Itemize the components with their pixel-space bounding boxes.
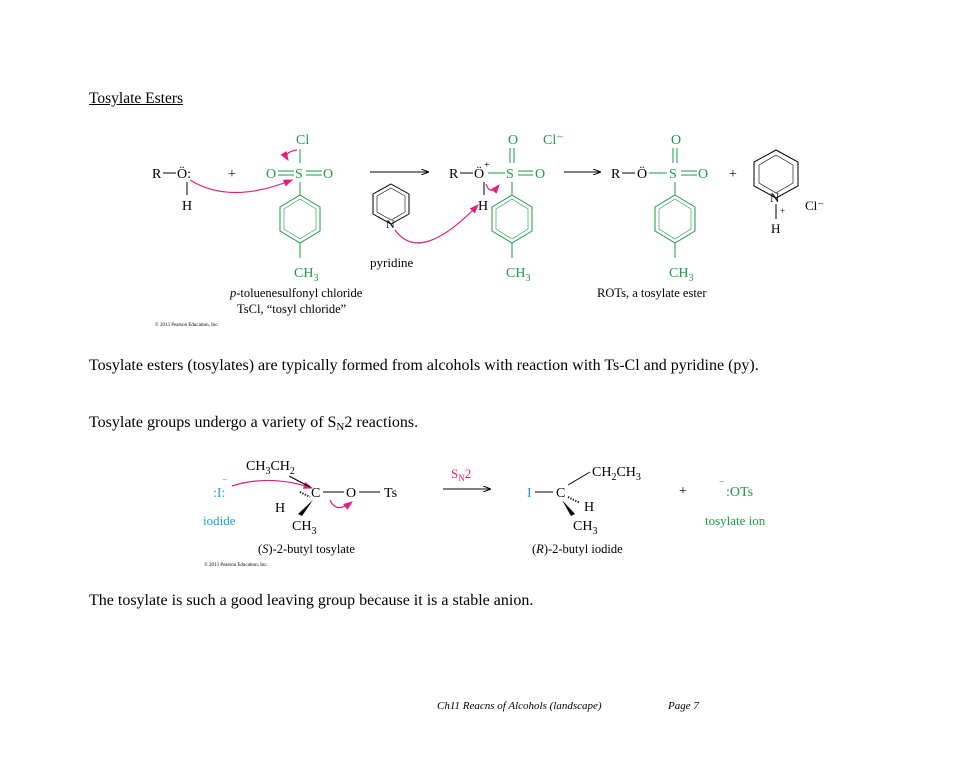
product-sulfur: S xyxy=(669,167,677,182)
curved-arrow-bond-to-oxygen xyxy=(485,183,500,194)
curved-arrow-deprotonation xyxy=(394,204,479,244)
product-name-label: (R)-2-butyl iodide xyxy=(532,542,623,556)
iodide-charge: − xyxy=(222,475,228,486)
pyridine-label: pyridine xyxy=(370,255,414,270)
intermediate-oxygen-right: O xyxy=(535,167,545,182)
product-iodine: I xyxy=(527,486,532,501)
plus-sign-2: + xyxy=(729,167,737,182)
substrate-name-label: (S)-2-butyl tosylate xyxy=(258,542,355,556)
footer-page-number: Page 7 xyxy=(668,700,699,712)
intermediate-r: R xyxy=(449,167,459,182)
tscl-sulfur: S xyxy=(295,167,303,182)
paragraph-tosylate-formation: Tosylate esters (tosylates) are typicall… xyxy=(89,357,759,374)
pyridinium-nitrogen: N xyxy=(770,190,780,205)
pyridine-nitrogen: N xyxy=(386,217,395,231)
butyl-tosylate: CH3CH2 C H CH3 O Ts xyxy=(246,459,397,537)
intermediate-oxygen: Ö xyxy=(474,165,484,182)
iodide-symbol: :I: xyxy=(213,486,225,501)
intermediate-chloride: Cl⁻ xyxy=(543,133,564,148)
alcohol-oxygen: Ö: xyxy=(177,165,191,182)
tosylate-ester-product: R Ö O S O CH3 xyxy=(611,133,708,284)
alcohol-roh: R Ö: H xyxy=(152,165,192,214)
tosyl-chloride: Cl O S O CH3 xyxy=(266,133,333,284)
oxonium-intermediate: R Ö + H O S O Cl⁻ CH3 xyxy=(449,133,564,284)
substrate-hydrogen: H xyxy=(275,501,285,516)
pyridine: N pyridine xyxy=(370,183,414,270)
substrate-carbon: C xyxy=(311,486,320,501)
intermediate-hydrogen: H xyxy=(478,199,488,214)
sn2-reaction-scheme: :I: − iodide CH3CH2 C H CH3 O Ts SN2 I C… xyxy=(203,459,766,568)
butyl-iodide: I C CH2CH3 H CH3 xyxy=(527,465,641,537)
tscl-chlorine: Cl xyxy=(296,133,309,148)
tosylate-ots: :OTs xyxy=(726,485,753,500)
product-hydrogen: H xyxy=(584,500,594,515)
plus-sign-3: + xyxy=(679,484,687,499)
substrate-ethyl: CH3CH2 xyxy=(246,459,295,477)
tosylate-charge: − xyxy=(719,477,725,488)
product-oxygen-right: O xyxy=(698,167,708,182)
sn2-condition: SN2 xyxy=(451,466,471,483)
product-oxygen-top: O xyxy=(671,133,681,148)
product-r: R xyxy=(611,167,621,182)
plus-sign-1: + xyxy=(228,167,236,182)
curved-arrow-iodide-attack xyxy=(231,479,314,489)
intermediate-sulfur: S xyxy=(506,167,514,182)
product-ethyl: CH2CH3 xyxy=(592,465,641,483)
curved-arrow-oxygen-attack xyxy=(189,179,294,193)
tscl-methyl: CH3 xyxy=(294,266,318,284)
footer-title: Ch11 Reacns of Alcohols (landscape) xyxy=(437,700,602,712)
tosylate-ion-label: tosylate ion xyxy=(705,513,766,528)
intermediate-charge: + xyxy=(484,160,490,171)
tscl-oxygen-left: O xyxy=(266,167,276,182)
product-carbon: C xyxy=(556,486,565,501)
substrate-oxygen: O xyxy=(346,486,356,501)
tscl-name-line2: TsCl, “tosyl chloride” xyxy=(237,302,346,316)
tscl-oxygen-right: O xyxy=(323,167,333,182)
pyridinium-hydrogen: H xyxy=(771,221,780,236)
intermediate-oxygen-top: O xyxy=(508,133,518,148)
alcohol-hydrogen: H xyxy=(182,199,192,214)
intermediate-methyl: CH3 xyxy=(506,266,530,284)
section-heading: Tosylate Esters xyxy=(89,90,184,107)
curved-arrow-chloride-leaving xyxy=(280,149,298,162)
tscl-name-line1: p-toluenesulfonyl chloride xyxy=(229,286,363,300)
alcohol-r: R xyxy=(152,167,162,182)
tosylate-formation-scheme: R Ö: H + Cl O S O CH3 N pyridine R Ö + xyxy=(152,133,824,328)
copyright-2: © 2013 Pearson Education, Inc. xyxy=(204,562,268,568)
product-methyl: CH3 xyxy=(669,266,693,284)
pyridinium-charge: + xyxy=(780,206,785,216)
pyridinium-chloride: N + H Cl⁻ xyxy=(753,149,824,236)
copyright-1: © 2013 Pearson Education, Inc. xyxy=(155,322,219,328)
product-name-label: ROTs, a tosylate ester xyxy=(597,286,707,300)
paragraph-leaving-group: The tosylate is such a good leaving grou… xyxy=(89,592,534,609)
substrate-methyl: CH3 xyxy=(292,519,316,537)
paragraph-sn2-intro: Tosylate groups undergo a variety of SN2… xyxy=(89,414,419,433)
tosylate-ion: − :OTs tosylate ion xyxy=(705,477,766,528)
product-methyl: CH3 xyxy=(573,519,597,537)
product-oxygen: Ö xyxy=(637,165,647,182)
substrate-tosyl-group: Ts xyxy=(384,486,397,501)
iodide-ion: :I: − iodide xyxy=(203,475,236,528)
pyridinium-chloride-ion: Cl⁻ xyxy=(805,198,824,213)
iodide-label: iodide xyxy=(203,513,236,528)
curved-arrow-leaving-group xyxy=(329,499,353,510)
